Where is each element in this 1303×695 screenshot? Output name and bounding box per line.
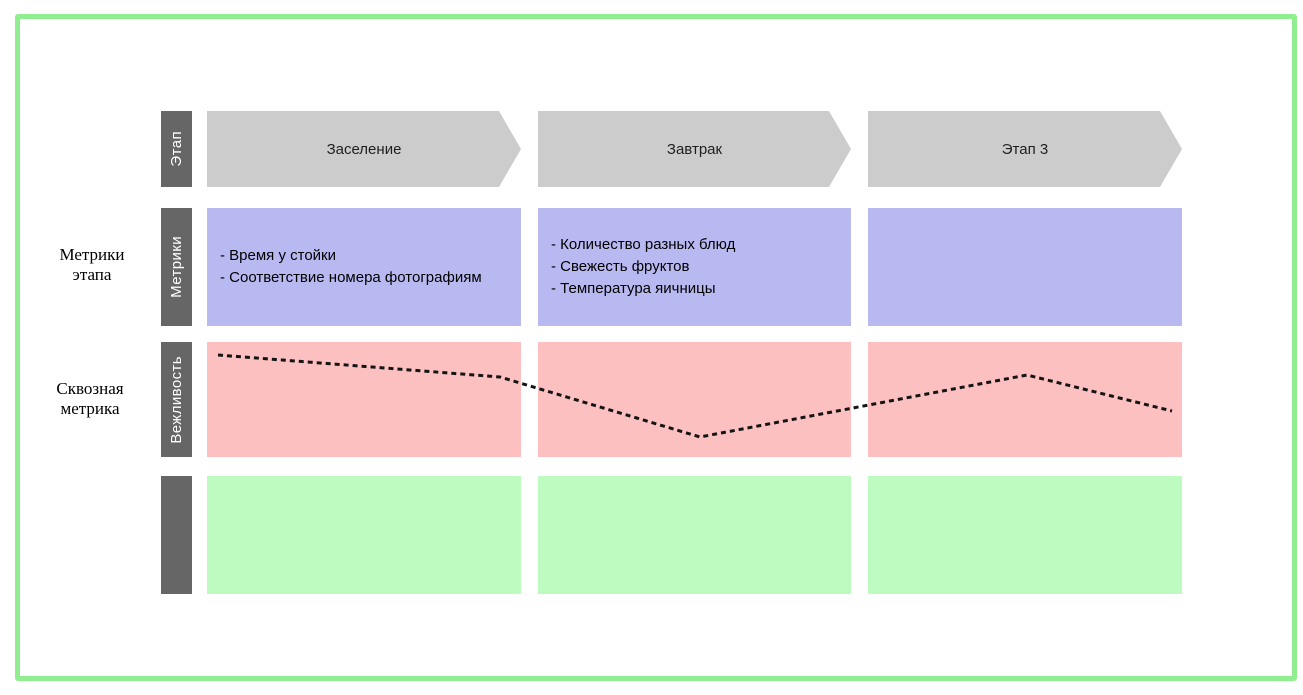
stage-arrow-2: Завтрак bbox=[538, 111, 851, 187]
row-bar-stage-label: Этап bbox=[168, 131, 185, 167]
stage-arrow-3: Этап 3 bbox=[868, 111, 1182, 187]
metric-item: - Количество разных блюд bbox=[551, 236, 736, 254]
metric-item: - Свежесть фруктов bbox=[551, 258, 690, 276]
stage-arrow-2-label: Завтрак bbox=[666, 140, 723, 158]
metric-item: - Время у стойки bbox=[220, 247, 336, 265]
row-bar-metrics: Метрики bbox=[161, 208, 192, 326]
metrics-cell-breakfast: - Количество разных блюд - Свежесть фрук… bbox=[538, 208, 851, 326]
side-label-through-metric: Сквозная метрика bbox=[24, 379, 156, 419]
stage-arrow-3-label: Этап 3 bbox=[1001, 140, 1049, 158]
extra-cell-stage3 bbox=[868, 476, 1182, 594]
metric-item: - Температура яичницы bbox=[551, 279, 716, 297]
outer-frame bbox=[15, 14, 1297, 681]
politeness-cell-checkin bbox=[207, 342, 521, 457]
row-bar-extra bbox=[161, 476, 192, 594]
metrics-cell-stage3 bbox=[868, 208, 1182, 326]
politeness-cell-breakfast bbox=[538, 342, 851, 457]
extra-cell-checkin bbox=[207, 476, 521, 594]
side-label-line: метрика bbox=[60, 399, 120, 418]
row-bar-politeness-label: Вежливость bbox=[168, 355, 185, 444]
stage-arrow-1: Заселение bbox=[207, 111, 521, 187]
side-label-stage-metrics: Метрики этапа bbox=[26, 245, 158, 285]
side-label-line: Сквозная bbox=[56, 379, 124, 398]
row-bar-politeness: Вежливость bbox=[161, 342, 192, 457]
stage-arrow-1-label: Заселение bbox=[326, 140, 402, 158]
extra-cell-breakfast bbox=[538, 476, 851, 594]
metric-item: - Соответствие номера фотографиям bbox=[220, 269, 482, 286]
row-bar-stage: Этап bbox=[161, 111, 192, 187]
side-label-line: этапа bbox=[72, 265, 112, 284]
side-label-line: Метрики bbox=[59, 245, 125, 264]
row-bar-metrics-label: Метрики bbox=[168, 236, 185, 298]
metrics-cell-checkin: - Время у стойки - Соответствие номера ф… bbox=[207, 208, 521, 326]
politeness-cell-stage3 bbox=[868, 342, 1182, 457]
